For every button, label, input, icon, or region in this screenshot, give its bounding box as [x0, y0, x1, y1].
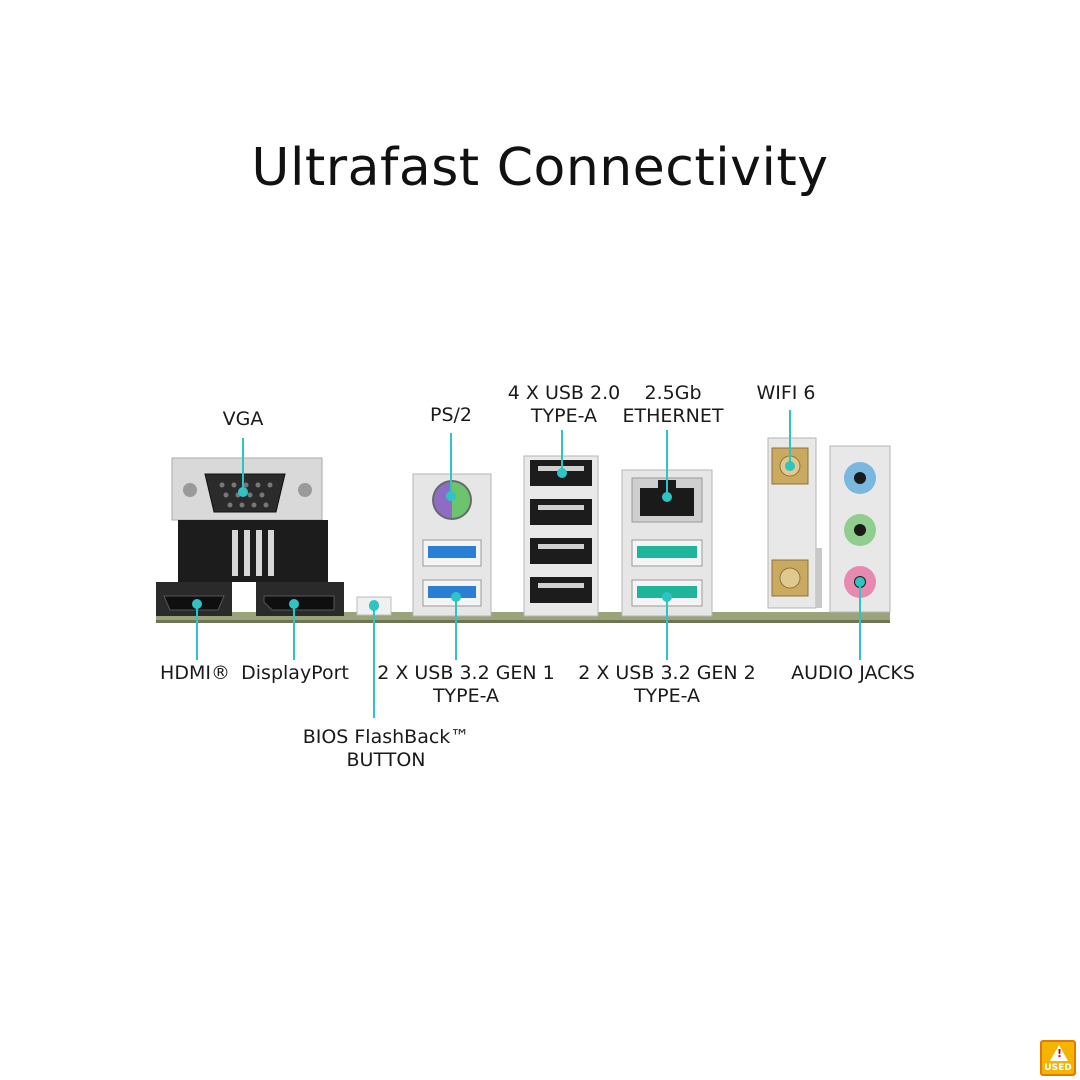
- usb20-stack-icon: [523, 455, 599, 617]
- label-usb32g1: 2 X USB 3.2 GEN 1 TYPE-A: [377, 662, 555, 708]
- label-displayport-text: DisplayPort: [241, 662, 349, 684]
- label-hdmi: HDMI®: [160, 662, 230, 685]
- label-vga-text: VGA: [222, 408, 264, 430]
- label-usb32g2-line2: TYPE-A: [633, 685, 701, 707]
- label-usb20-line1: 4 X USB 2.0: [507, 382, 621, 404]
- wifi-antenna-icon: [767, 437, 822, 609]
- label-bios-flashback: BIOS FlashBack™ BUTTON: [303, 726, 470, 772]
- label-wifi: WIFI 6: [756, 382, 815, 405]
- audio-jacks-icon: [829, 445, 891, 613]
- displayport-port-icon: [256, 582, 344, 616]
- warning-icon: [1050, 1045, 1068, 1061]
- label-ps2-text: PS/2: [429, 404, 473, 426]
- label-ethernet-line2: ETHERNET: [622, 405, 724, 427]
- label-audio-text: AUDIO JACKS: [791, 662, 915, 684]
- label-usb32g1-line2: TYPE-A: [432, 685, 500, 707]
- label-ethernet-line1: 2.5Gb: [644, 382, 702, 404]
- label-usb32g2-line1: 2 X USB 3.2 GEN 2: [578, 662, 756, 684]
- label-bios-line1: BIOS FlashBack™: [302, 726, 470, 748]
- label-displayport: DisplayPort: [241, 662, 349, 685]
- label-audio: AUDIO JACKS: [791, 662, 915, 685]
- hdmi-port-icon: [156, 582, 232, 616]
- label-ethernet: 2.5Gb ETHERNET: [623, 382, 724, 428]
- pcb-edge: [156, 612, 890, 622]
- label-usb20: 4 X USB 2.0 TYPE-A: [508, 382, 620, 428]
- page-title: Ultrafast Connectivity: [251, 138, 829, 198]
- label-usb20-line2: TYPE-A: [530, 405, 598, 427]
- label-bios-line2: BUTTON: [346, 749, 426, 771]
- label-wifi-text: WIFI 6: [756, 382, 816, 404]
- label-vga: VGA: [223, 408, 264, 431]
- label-usb32g2: 2 X USB 3.2 GEN 2 TYPE-A: [578, 662, 756, 708]
- label-ps2: PS/2: [430, 404, 472, 427]
- label-usb32g1-line1: 2 X USB 3.2 GEN 1: [377, 662, 555, 684]
- used-badge-text: USED: [1044, 1063, 1072, 1073]
- callout-lines: [192, 410, 865, 718]
- used-badge-icon: USED: [1040, 1040, 1076, 1076]
- vga-port-icon: [171, 457, 328, 582]
- label-hdmi-text: HDMI®: [160, 662, 230, 684]
